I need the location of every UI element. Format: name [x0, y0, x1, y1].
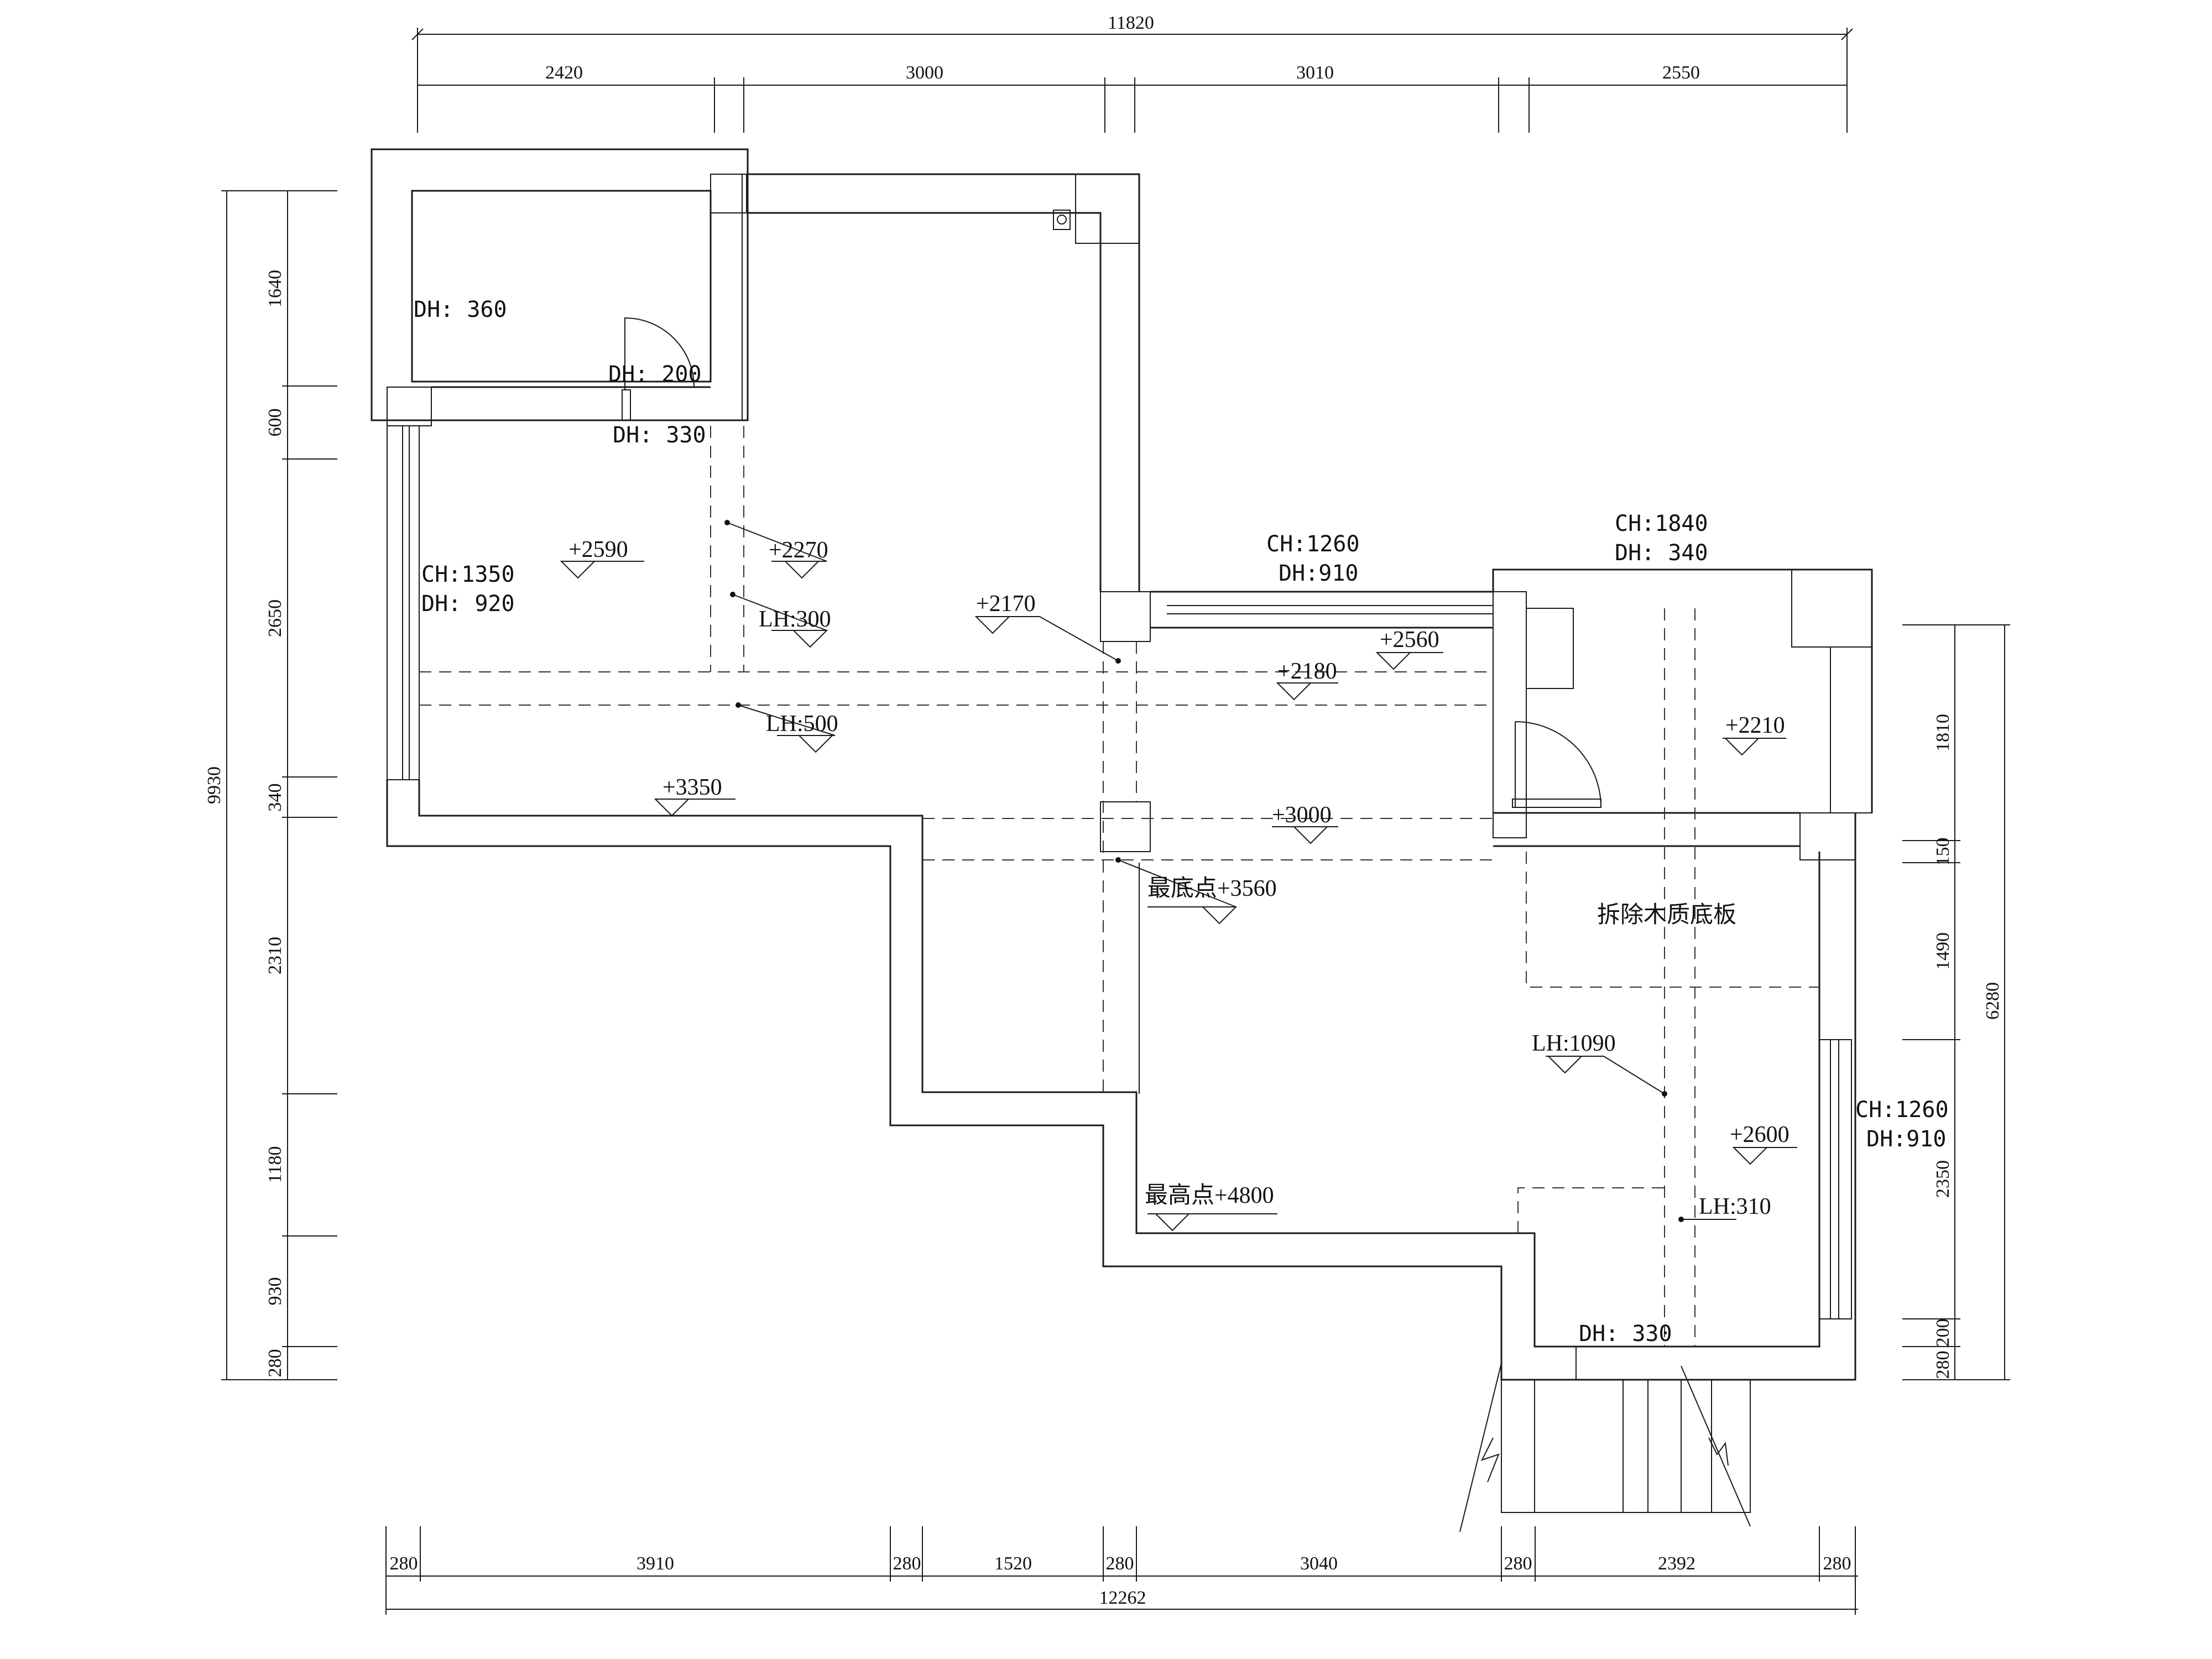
bottom-dim-7: 280 — [1504, 1553, 1532, 1574]
left-dim-8: 280 — [265, 1349, 285, 1378]
door-dh-330-label: DH: 330 — [613, 422, 706, 448]
door-swings — [622, 317, 1601, 808]
top-dim-1: 2420 — [545, 62, 583, 83]
left-dim-2: 600 — [265, 409, 285, 437]
middle-window-ch-label: CH:1260 — [1266, 531, 1360, 557]
top-dim-3: 3010 — [1296, 62, 1334, 83]
bottom-dim-3: 280 — [893, 1553, 921, 1574]
bedroom-dh-label: DH: 360 — [414, 297, 507, 322]
right-dim-2: 150 — [1933, 838, 1953, 866]
lowest-point-label: 最底点+3560 — [1147, 876, 1277, 901]
level-3000: +3000 — [1272, 802, 1332, 828]
top-right-dh-label: DH: 340 — [1615, 540, 1708, 566]
top-dim-2: 3000 — [906, 62, 943, 83]
level-2600: +2600 — [1730, 1122, 1790, 1147]
middle-window-dh-label: DH:910 — [1279, 561, 1359, 586]
bottom-dim-8: 2392 — [1658, 1553, 1695, 1574]
bottom-total-dim: 12262 — [1099, 1588, 1146, 1608]
level-2210: +2210 — [1725, 713, 1785, 738]
lh-500: LH:500 — [766, 711, 838, 737]
right-dim-4: 2350 — [1933, 1160, 1953, 1198]
lh-300: LH:300 — [759, 607, 831, 632]
top-total-dim: 11820 — [1108, 13, 1154, 33]
left-window-ch-label: CH:1350 — [421, 562, 515, 587]
right-dim-5: 200 — [1933, 1319, 1953, 1347]
lh-310: LH:310 — [1699, 1194, 1771, 1219]
bottom-dim-4: 1520 — [994, 1553, 1032, 1574]
lh-1090: LH:1090 — [1532, 1031, 1616, 1056]
walls — [371, 148, 1873, 1532]
level-2170: +2170 — [976, 591, 1036, 617]
left-dim-6: 1180 — [265, 1146, 285, 1183]
right-dim-6: 280 — [1933, 1351, 1953, 1379]
left-window-dh-label: DH: 920 — [421, 591, 515, 617]
level-2560: +2560 — [1380, 627, 1439, 653]
right-window-ch-label: CH:1260 — [1855, 1097, 1949, 1123]
level-2590: +2590 — [568, 537, 628, 562]
left-dim-4: 340 — [265, 784, 285, 812]
bottom-dimension-lines — [385, 1526, 1858, 1615]
level-2270: +2270 — [769, 538, 828, 563]
left-dim-5: 2310 — [265, 937, 285, 974]
top-dimension-lines — [411, 28, 1853, 133]
right-total-dim: 6280 — [1983, 982, 2003, 1020]
left-total-dim: 9930 — [204, 766, 225, 804]
beam-dashed-lines — [419, 426, 1819, 1347]
bottom-dh-label: DH: 330 — [1579, 1321, 1672, 1347]
bottom-dim-6: 3040 — [1300, 1553, 1338, 1574]
top-dim-4: 2550 — [1662, 62, 1700, 83]
left-dim-1: 1640 — [265, 270, 285, 307]
level-3350: +3350 — [662, 775, 722, 800]
right-window-dh-label: DH:910 — [1866, 1126, 1947, 1152]
right-dim-1: 1810 — [1933, 714, 1953, 752]
level-markers — [560, 520, 1797, 1232]
bottom-dim-5: 280 — [1106, 1553, 1134, 1574]
highest-point-label: 最高点+4800 — [1145, 1183, 1274, 1208]
bottom-dim-2: 3910 — [637, 1553, 674, 1574]
top-right-ch-label: CH:1840 — [1615, 511, 1708, 536]
remove-wood-floor-note: 拆除木质底板 — [1597, 901, 1736, 928]
right-dim-3: 1490 — [1933, 932, 1953, 970]
bottom-dim-1: 280 — [390, 1553, 418, 1574]
left-dim-7: 930 — [265, 1277, 285, 1306]
level-2180: +2180 — [1277, 659, 1337, 684]
door-dh-200-label: DH: 200 — [608, 362, 702, 387]
bottom-dim-9: 280 — [1823, 1553, 1851, 1574]
right-dimension-lines — [1902, 624, 2010, 1380]
left-dim-3: 2650 — [265, 599, 285, 637]
left-dimension-lines — [221, 190, 337, 1380]
